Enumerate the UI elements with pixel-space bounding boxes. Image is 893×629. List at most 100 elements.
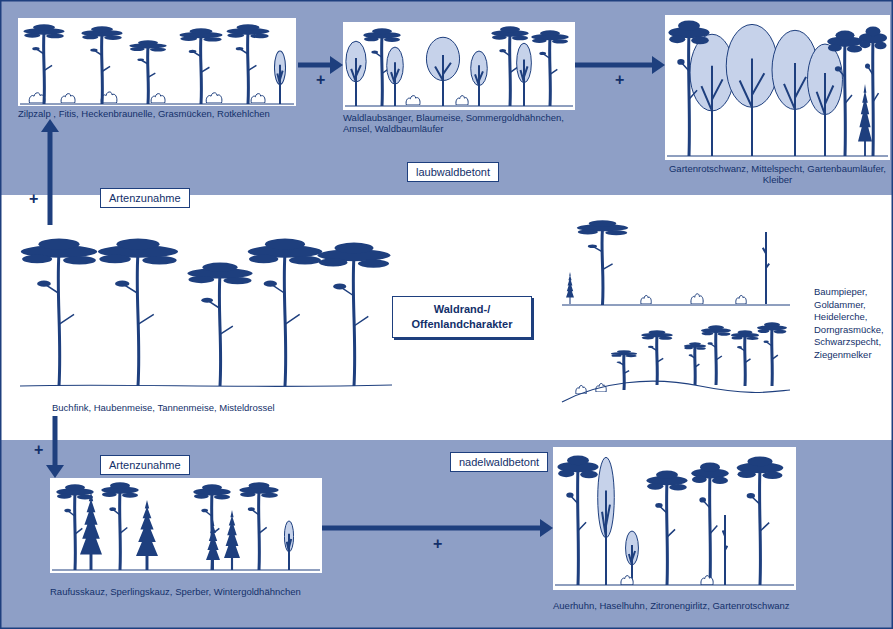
box-label: Artenzunahme bbox=[109, 458, 181, 472]
bush bbox=[61, 94, 75, 103]
bush bbox=[736, 295, 746, 304]
arrow-shaft bbox=[48, 130, 53, 225]
habitat-panel: Buchfink, Haubenmeise, Tannenmeise, Mist… bbox=[15, 225, 400, 416]
arrow-shaft bbox=[53, 416, 58, 467]
ground bbox=[555, 584, 794, 585]
bush bbox=[29, 93, 45, 103]
pine bbox=[101, 482, 138, 570]
leaf-tree bbox=[517, 43, 532, 106]
dead-tree bbox=[723, 515, 728, 585]
pine bbox=[248, 239, 323, 386]
bush bbox=[456, 96, 468, 105]
pine bbox=[81, 26, 122, 104]
arrow-shaft bbox=[322, 526, 542, 531]
pine bbox=[180, 28, 223, 104]
arrow-head bbox=[46, 465, 64, 478]
pine bbox=[239, 482, 278, 570]
pine bbox=[684, 342, 706, 385]
pine bbox=[757, 322, 787, 386]
pine bbox=[668, 21, 709, 156]
pine bbox=[691, 463, 728, 585]
leaf-tree bbox=[387, 47, 404, 106]
edge-label: + bbox=[34, 442, 43, 458]
leaf-tree bbox=[598, 457, 615, 585]
pine bbox=[98, 239, 178, 386]
flow-arrow bbox=[322, 519, 553, 537]
bush bbox=[641, 295, 651, 304]
leaf-tree bbox=[726, 24, 778, 156]
fir bbox=[136, 500, 158, 570]
arrow-head bbox=[540, 519, 553, 537]
bush bbox=[621, 576, 633, 585]
pine bbox=[641, 330, 673, 385]
pine bbox=[737, 457, 784, 585]
arrow-head bbox=[41, 119, 59, 132]
leaf-tree bbox=[471, 51, 488, 106]
arrow-shaft bbox=[575, 63, 654, 68]
leaf-tree bbox=[346, 41, 366, 106]
species-caption: Buchfink, Haubenmeise, Tannenmeise, Mist… bbox=[52, 402, 400, 413]
species-caption: Baumpieper, Goldammer, Heidelerche, Dorn… bbox=[814, 286, 888, 361]
fir bbox=[224, 510, 240, 570]
edge-label: + bbox=[316, 72, 325, 88]
label-box: Artenzunahme bbox=[100, 455, 190, 475]
label-box: Artenzunahme bbox=[100, 188, 190, 208]
arrow-head bbox=[330, 56, 343, 74]
box-label: Artenzunahme bbox=[109, 191, 181, 205]
edge-label: + bbox=[615, 72, 624, 88]
bush bbox=[406, 96, 420, 105]
fir bbox=[80, 492, 102, 570]
pine bbox=[531, 30, 568, 106]
label-box: laubwaldbetont bbox=[407, 162, 499, 182]
ground bbox=[52, 570, 320, 571]
species-caption: Waldlaubsänger, Blaumeise, Sommergoldhäh… bbox=[343, 112, 575, 134]
leaf-tree bbox=[284, 521, 293, 570]
pine bbox=[23, 24, 64, 104]
edge-label: + bbox=[433, 536, 442, 552]
box-label: nadelwaldbetont bbox=[459, 455, 539, 469]
pine bbox=[827, 31, 862, 156]
pine bbox=[577, 220, 628, 305]
pine bbox=[557, 456, 598, 585]
bush bbox=[691, 294, 703, 304]
edge-label: + bbox=[29, 191, 38, 207]
box-label: laubwaldbetont bbox=[416, 165, 490, 179]
habitat-panel: Gartenrotschwanz, Mittelspecht, Gartenba… bbox=[665, 15, 890, 185]
fir bbox=[858, 84, 872, 156]
arrow-head bbox=[652, 56, 665, 74]
ground bbox=[562, 305, 790, 306]
leaf-tree bbox=[274, 51, 285, 104]
arrow-shaft bbox=[298, 63, 332, 68]
species-caption: Raufusskauz, Sperlingskauz, Sperber, Win… bbox=[50, 586, 322, 597]
panel bbox=[18, 18, 296, 106]
bush bbox=[206, 93, 222, 103]
band bbox=[0, 0, 893, 195]
panel bbox=[553, 447, 796, 590]
bush bbox=[251, 94, 265, 103]
fir bbox=[206, 520, 220, 570]
hill bbox=[562, 381, 790, 402]
box-label: Waldrand-/ Offenlandcharakter bbox=[399, 302, 525, 332]
habitat-panel: Raufusskauz, Sperlingskauz, Sperber, Win… bbox=[50, 478, 322, 597]
bush bbox=[701, 576, 713, 585]
habitat-panel: Baumpieper, Goldammer, Heidelerche, Dorn… bbox=[560, 212, 891, 407]
bush bbox=[151, 94, 165, 103]
pine bbox=[318, 243, 391, 386]
panel bbox=[343, 22, 575, 110]
species-caption: Gartenrotschwanz, Mittelspecht, Gartenba… bbox=[665, 163, 890, 185]
panel bbox=[50, 478, 322, 573]
flow-arrow bbox=[41, 119, 59, 225]
leaf-tree bbox=[426, 37, 459, 106]
flow-arrow bbox=[46, 416, 64, 478]
pine bbox=[701, 325, 731, 385]
species-caption: Auerhuhn, Haselhuhn, Zitronengirlitz, Ga… bbox=[553, 600, 796, 611]
label-box: nadelwaldbetont bbox=[450, 452, 548, 472]
category-box: Waldrand-/ Offenlandcharakter bbox=[392, 296, 532, 338]
species-caption: Zilpzalp , Fitis, Heckenbraunelle, Grasm… bbox=[18, 108, 298, 119]
panel bbox=[665, 15, 890, 160]
pine bbox=[21, 239, 98, 386]
dead-tree bbox=[763, 232, 769, 304]
